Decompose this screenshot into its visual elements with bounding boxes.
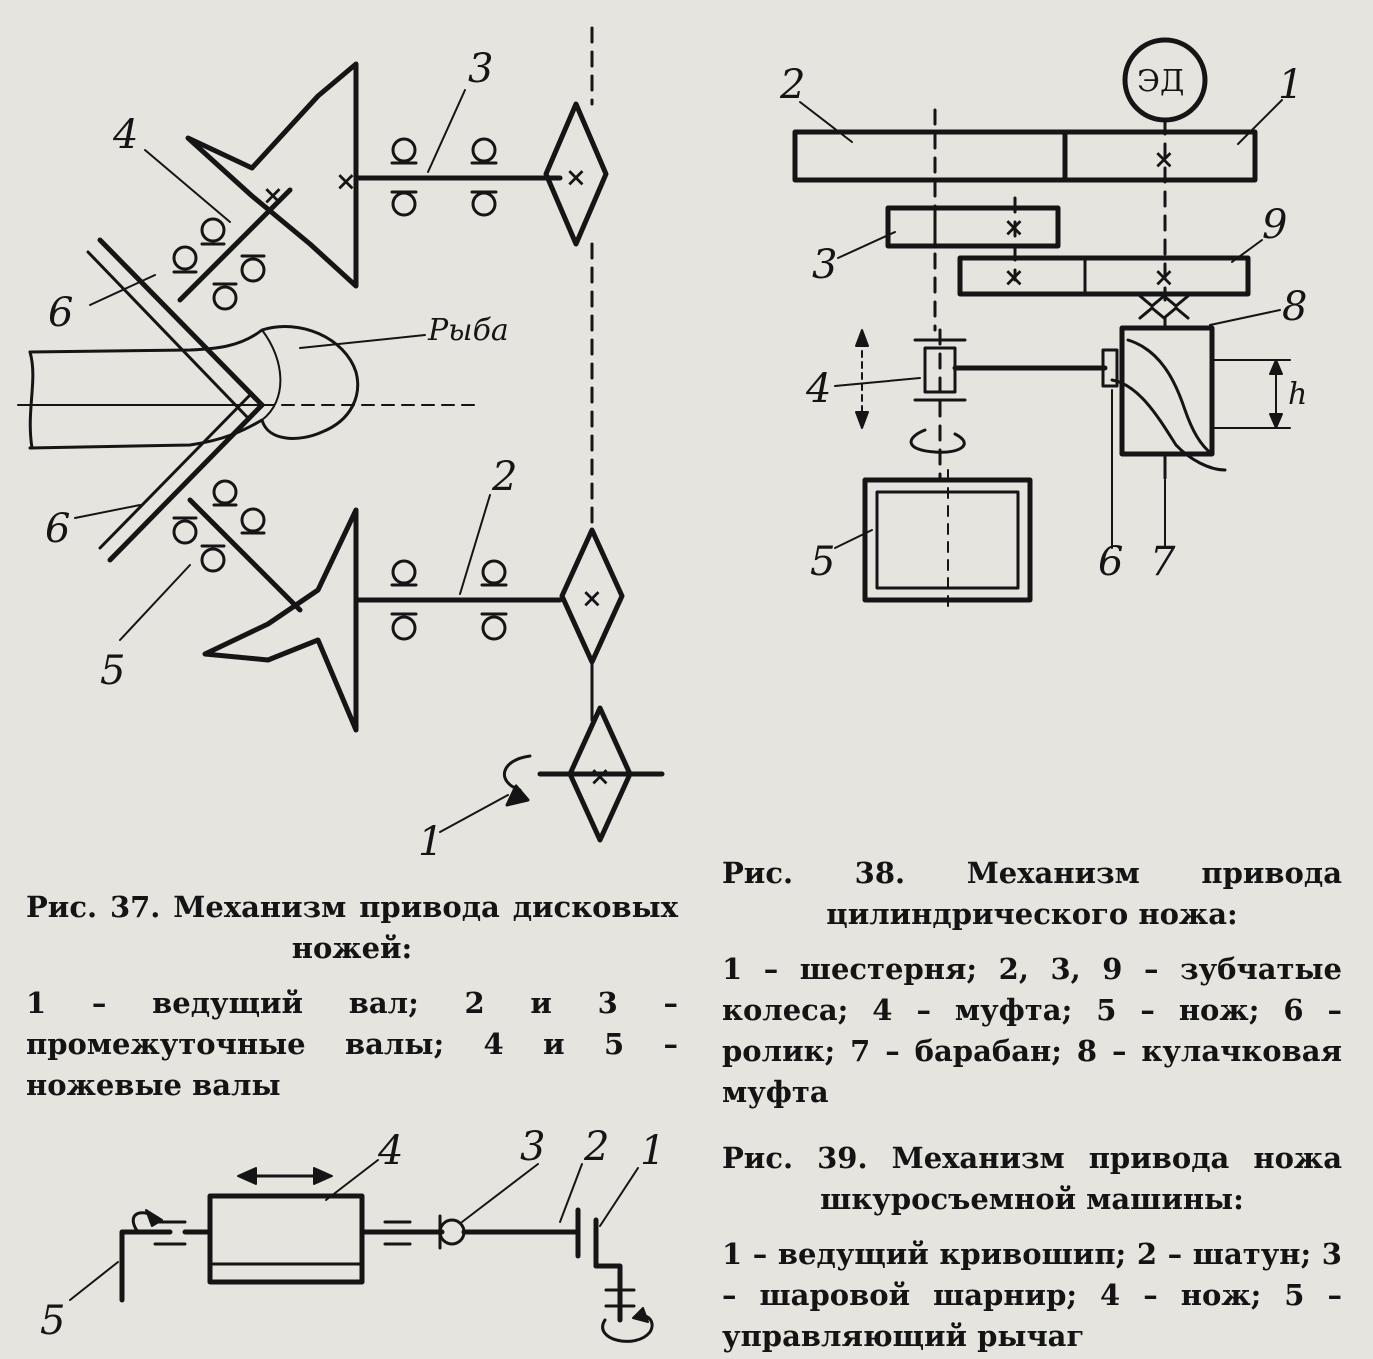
gear-mark-x: × (335, 167, 357, 197)
driving-crank-1 (593, 1263, 623, 1323)
knife-shaft-5 (187, 497, 303, 613)
reciprocation-arrow-left (237, 1167, 257, 1185)
gear-mark-x: × (1153, 145, 1175, 175)
rotation-arrow-head (505, 784, 530, 807)
fig39-labels: 4 3 2 1 5 (40, 1124, 665, 1344)
fig39-label-3: 3 (520, 1124, 545, 1170)
lever-arrow-head (145, 1209, 163, 1227)
bearing-shaft-4-b (200, 217, 266, 283)
motor-label: ЭД (1137, 64, 1184, 99)
rotation-arrow-icon (502, 754, 532, 792)
upper-diamond-gear (543, 101, 609, 247)
drum-7 (1119, 325, 1215, 457)
fig37-leaders (74, 89, 509, 833)
fig38-label-h: h (1288, 377, 1307, 412)
upper-disc-knife-edge (86, 250, 250, 420)
fig37-label-6-upper: 6 (48, 290, 73, 336)
fig39-leaders (69, 1159, 639, 1301)
lower-bevel-gear (202, 507, 359, 733)
fig38-drawing: ЭД × × × × (792, 37, 1291, 611)
fig38-leaders (799, 99, 1283, 549)
fig38-label-6: 6 (1098, 539, 1123, 585)
fig37-drawing: × × × (17, 26, 665, 843)
fig37-label-fish: Рыба (427, 313, 509, 348)
fig37-caption-title: Рис. 37. Механизм привода дисковых ножей… (26, 890, 678, 965)
fig39-drawing (119, 1167, 654, 1343)
gear-9 (957, 255, 1251, 297)
fig38-label-5: 5 (810, 539, 835, 585)
gear-mark-x: × (1153, 263, 1175, 293)
gear-2 (792, 129, 1068, 183)
fig37-label-4: 4 (112, 112, 138, 158)
fig39-label-2: 2 (583, 1124, 609, 1170)
cylindrical-knife-5 (862, 477, 1033, 603)
fig38-label-7: 7 (1150, 539, 1176, 585)
fig39-caption: Рис. 39. Механизм привода ножа шкуросъем… (722, 1138, 1342, 1357)
fig37-caption: Рис. 37. Механизм привода дисковых ножей… (26, 887, 678, 1106)
axial-move-arrow-head-top (855, 329, 869, 347)
cam-groove-outer (1110, 378, 1227, 472)
h-arrow-top (1269, 359, 1283, 375)
crank-arrow-head (632, 1307, 649, 1323)
knife-shaft-4 (177, 187, 293, 303)
fig38-label-9: 9 (1262, 202, 1287, 248)
fig37-label-6-lower: 6 (45, 506, 70, 552)
fig37-label-1: 1 (418, 819, 443, 865)
middle-diamond-gear (559, 527, 625, 665)
rotation-arrow-icon (909, 428, 966, 454)
fig39-caption-title: Рис. 39. Механизм привода ножа шкуросъем… (722, 1141, 1342, 1216)
fig39-caption-legend: 1 – ведущий кривошип; 2 – шатун; 3 – шар… (722, 1237, 1342, 1353)
lower-disc-knife-edge (98, 393, 252, 550)
fig38-label-3: 3 (812, 242, 837, 288)
bearing-shaft-5 (172, 479, 266, 573)
h-arrow-bottom (1269, 413, 1283, 429)
fish-body-left-edge (28, 350, 35, 450)
fig39-label-4: 4 (377, 1128, 403, 1174)
fig39-label-1: 1 (640, 1128, 665, 1174)
bottom-diamond-gear (567, 705, 633, 843)
fig38-caption: Рис. 38. Механизм привода цилиндрическог… (722, 853, 1342, 1113)
gear-mark-x: × (589, 762, 611, 792)
fig39-label-5: 5 (40, 1298, 65, 1344)
reciprocation-arrow-right (313, 1167, 333, 1185)
knife-4 (207, 1193, 365, 1285)
fig38-label-4: 4 (805, 366, 831, 412)
upper-bevel-gear-driven (185, 61, 359, 289)
control-lever-5 (119, 1229, 173, 1303)
gear-mark-x: × (1003, 263, 1025, 293)
fig37-label-5: 5 (100, 648, 125, 694)
gear-mark-x: × (262, 181, 284, 211)
roller-6 (1101, 348, 1119, 388)
fish-nose-line (261, 329, 282, 421)
fig37-label-2: 2 (491, 454, 517, 500)
fig38-label-2: 2 (779, 62, 805, 108)
fig37-label-3: 3 (468, 46, 493, 92)
fig37-labels: 3 4 6 Рыба 6 2 5 1 (45, 46, 517, 865)
lower-disc-knife (107, 402, 265, 563)
cam-coupling-teeth (1138, 294, 1190, 308)
upper-disc-knife (97, 237, 265, 408)
gear-1 (1062, 129, 1258, 183)
cam-coupling-teeth-lower (1138, 306, 1190, 320)
fig38-labels: 2 1 3 9 8 h 4 5 6 7 (779, 62, 1307, 585)
rotation-arrow-icon (601, 1314, 654, 1343)
bearings-shaft-3 (390, 137, 498, 217)
gear-mark-x: × (565, 163, 587, 193)
bearing-shaft-4-a (172, 245, 238, 311)
fig38-label-8: 8 (1282, 284, 1307, 330)
fig38-label-1: 1 (1278, 62, 1303, 108)
fish-outline (28, 325, 360, 450)
fig37-caption-legend: 1 – ведущий вал; 2 и 3 – промежуточные в… (26, 986, 678, 1102)
gear-3 (885, 205, 1061, 249)
fig38-caption-legend: 1 – шестерня; 2, 3, 9 – зубчатые колеса;… (722, 952, 1342, 1109)
axial-move-arrow-head-bottom (855, 411, 869, 429)
fig38-caption-title: Рис. 38. Механизм привода цилиндрическог… (722, 856, 1342, 931)
gear-mark-x: × (581, 584, 603, 614)
bearings-shaft-2 (390, 559, 508, 641)
cam-groove (1126, 338, 1214, 456)
